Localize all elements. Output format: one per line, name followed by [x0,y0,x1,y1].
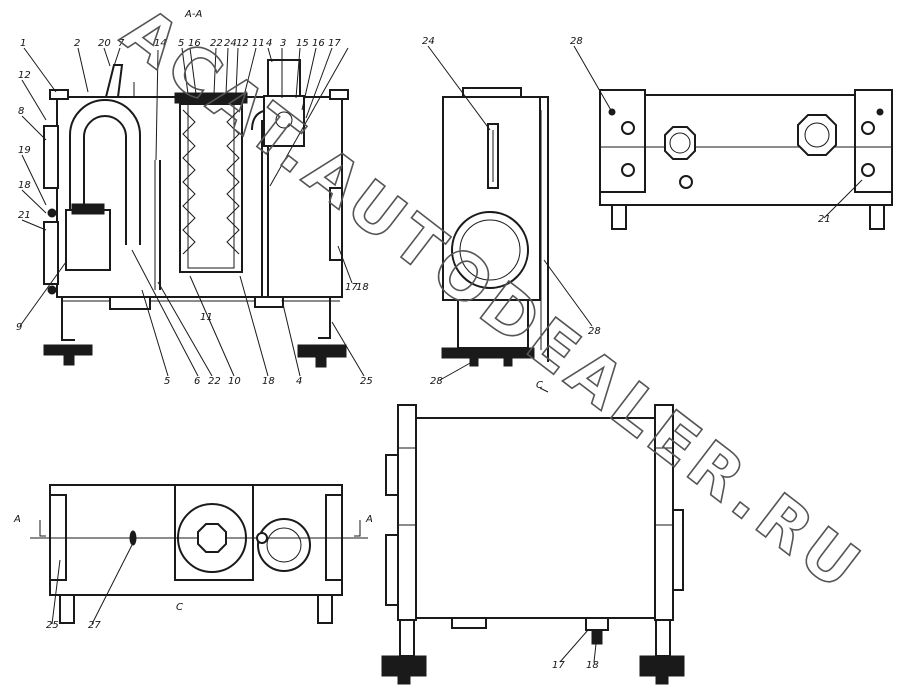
filler-neck [105,64,124,98]
plan-marker-left: A [13,514,21,525]
foot-right [297,344,347,358]
side-view: 24 28 28 [422,36,601,387]
side-pipe [540,96,549,362]
elev-body [415,417,656,619]
label-5: 5 [178,38,184,49]
port-hex-left [664,126,696,160]
label-18: 18 [18,180,31,191]
plan-flange [257,518,311,572]
label-plan-25: 25 [46,620,59,631]
label-3: 3 [280,38,286,49]
label-22: 22 [210,38,223,49]
label-1: 1 [20,38,26,49]
right-cover [329,187,343,261]
label-11b: 11 [200,312,213,323]
label-11: 11 [252,38,265,49]
plan-body [49,484,343,596]
label-17: 17 [328,38,341,49]
label-22b: 22 [208,376,221,387]
return-filter [174,92,248,273]
label-5b: 5 [164,376,170,387]
front-section-view: 1 2 20 7 14 5 16 22 24 12 11 4 3 15 16 1… [16,38,373,387]
label-4: 4 [266,38,272,49]
label-20: 20 [98,38,111,49]
u-pipe [69,99,141,245]
label-18c: 18 [356,282,369,293]
label-21: 21 [18,210,31,221]
elev-left-frame [397,404,417,621]
label-side-24: 24 [422,36,435,47]
label-side-28: 28 [430,376,443,387]
elev-marker-c: C [536,380,543,391]
label-plan-27: 27 [88,620,101,631]
label-15: 15 [296,38,309,49]
section-title: A-A [184,9,202,20]
plan-marker-right: A [365,514,373,525]
label-9: 9 [16,322,22,333]
label-top-21: 21 [818,214,831,225]
foot-left [43,344,93,356]
label-16b: 16 [312,38,325,49]
label-19: 19 [18,145,31,156]
label-17b: 17 [345,282,358,293]
elev-foot-right [639,655,685,677]
elevation-view: 17 18 C [381,380,685,685]
label-25: 25 [360,376,373,387]
label-10: 10 [228,376,241,387]
label-6: 6 [194,376,200,387]
top-view: 28 21 [570,36,893,230]
label-12: 12 [236,38,249,49]
label-12b: 12 [18,70,31,81]
suction-filter [65,209,111,271]
label-8: 8 [18,106,24,117]
label-side-28b: 28 [588,326,601,337]
label-top-28: 28 [570,36,583,47]
level-gauge [43,125,59,189]
label-elev-18: 18 [586,660,599,671]
label-7: 7 [118,38,125,49]
inspection-cover [451,211,529,289]
label-2: 2 [74,38,80,49]
label-4b: 4 [296,376,302,387]
plan-cover [177,503,247,573]
label-16: 16 [188,38,201,49]
plan-marker-bottom: C [176,602,183,613]
air-breather [267,59,301,99]
label-24: 24 [224,38,237,49]
port-hex-right [797,114,837,156]
label-18b: 18 [262,376,275,387]
plan-view: A A C 25 27 [13,484,373,631]
elev-foot-left [381,655,427,677]
label-14: 14 [154,38,167,49]
label-elev-17: 17 [552,660,565,671]
